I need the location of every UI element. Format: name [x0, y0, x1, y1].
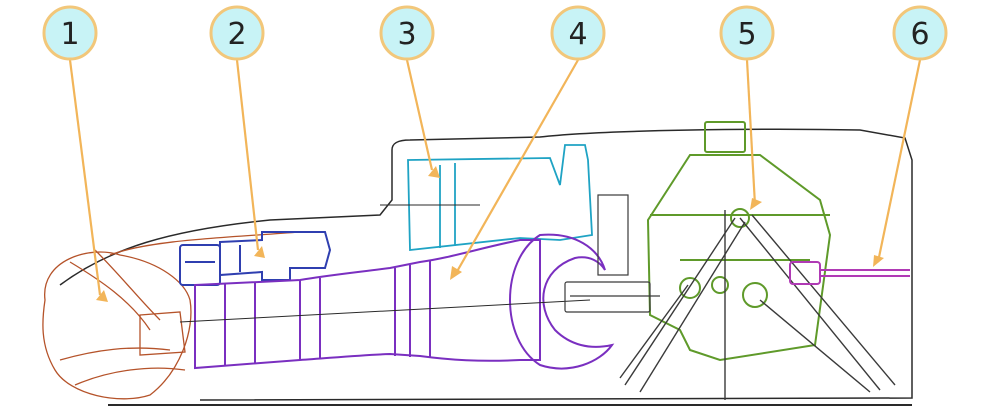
- drive-coupling: [564, 194, 660, 313]
- callout-bubble: [719, 5, 775, 61]
- accessory-unit: [179, 231, 332, 286]
- callout-bubble: [892, 5, 948, 61]
- callout-number: 2: [227, 17, 246, 52]
- callout-bubble: [209, 5, 265, 61]
- callout-number: 4: [568, 17, 587, 52]
- callout-number: 1: [60, 17, 79, 52]
- callout-number: 3: [397, 17, 416, 52]
- output-shaft: [789, 261, 910, 285]
- upper-unit: [380, 144, 593, 252]
- housing-outline: [59, 128, 913, 406]
- callout-5: 5: [719, 5, 775, 61]
- inlet-assembly: [42, 231, 301, 400]
- callout-3: 3: [379, 5, 435, 61]
- callout-number: 5: [737, 17, 756, 52]
- engine-core: [179, 233, 615, 370]
- gearbox: [646, 121, 832, 362]
- callout-2: 2: [209, 5, 265, 61]
- callout-bubble: [42, 5, 98, 61]
- callout-bubble: [379, 5, 435, 61]
- support-struts: [619, 210, 896, 400]
- callout-4: 4: [550, 5, 606, 61]
- callout-number: 6: [910, 17, 929, 52]
- callout-6: 6: [892, 5, 948, 61]
- callout-1: 1: [42, 5, 98, 61]
- leader-lines: [68, 59, 922, 302]
- callout-bubble: [550, 5, 606, 61]
